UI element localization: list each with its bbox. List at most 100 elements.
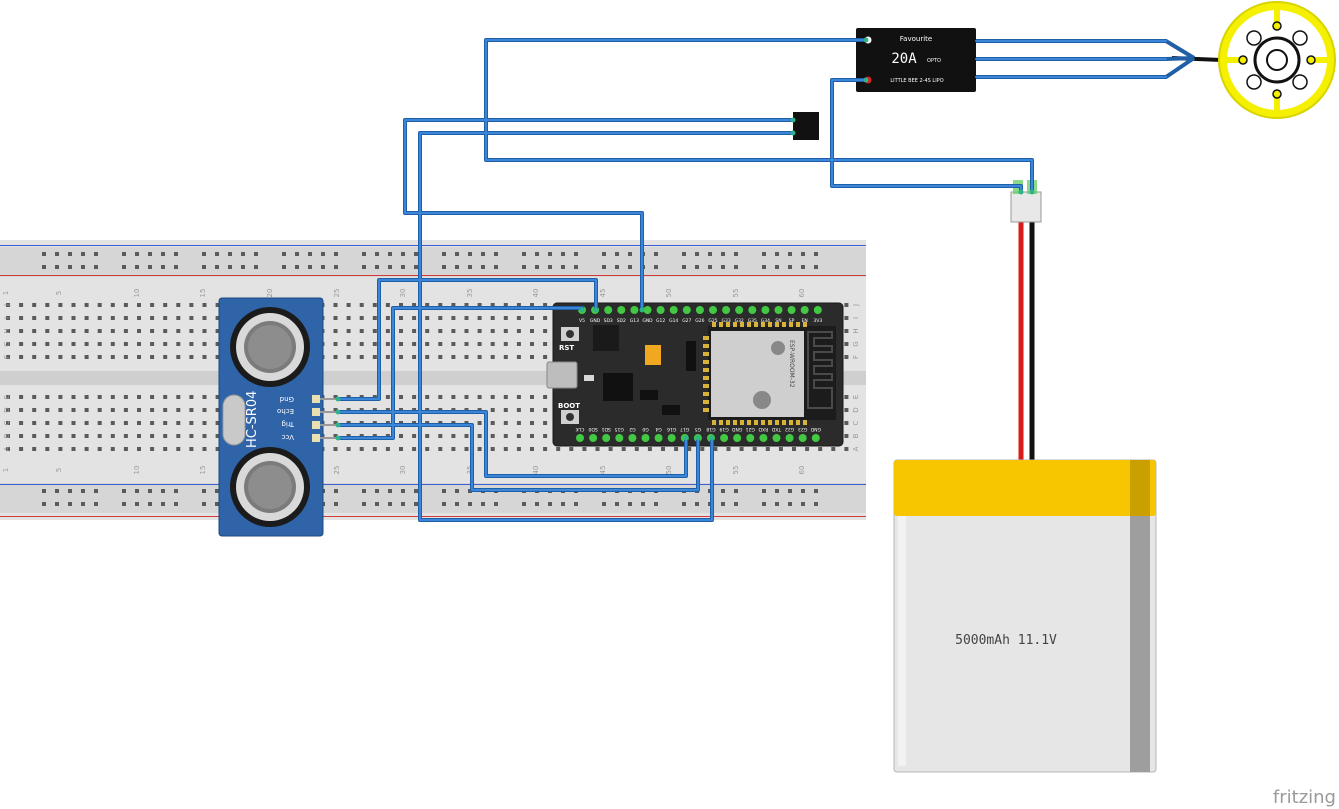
rail-hole: [455, 265, 459, 269]
rail-hole: [55, 489, 59, 493]
column-number: 40: [532, 289, 540, 298]
breadboard-hole: [97, 447, 102, 451]
row-letter: F: [3, 355, 11, 359]
esp32-pin-label: G19: [719, 426, 728, 432]
rail-hole: [401, 489, 405, 493]
rail-hole: [535, 252, 539, 256]
breadboard-hole: [346, 447, 351, 451]
row-letter: G: [3, 341, 11, 346]
breadboard-hole: [399, 447, 403, 451]
breadboard-hole: [464, 329, 469, 333]
esp32-pin: [695, 306, 704, 314]
rail-hole: [148, 502, 152, 506]
breadboard-hole: [359, 316, 364, 320]
esp32-pin: [798, 434, 807, 442]
rail-hole: [682, 265, 686, 269]
sensor-model-label: HC-SR04: [245, 391, 260, 448]
esp32-pin-label: G13: [630, 318, 639, 324]
breadboard-hole: [412, 329, 417, 333]
breadboard-hole: [32, 408, 37, 412]
breadboard-hole: [372, 316, 377, 320]
esp32-pin-label: G22: [785, 426, 794, 432]
breadboard-hole: [464, 395, 469, 399]
breadboard-hole: [45, 355, 50, 359]
breadboard-hole: [359, 303, 364, 307]
breadboard-hole: [71, 355, 76, 359]
breadboard-hole: [385, 447, 390, 451]
breadboard-hole: [150, 447, 155, 451]
breadboard-hole: [346, 342, 351, 346]
row-letter: H: [3, 328, 11, 333]
breadboard-hole: [425, 303, 430, 307]
esp32-pin-label: G14: [669, 318, 678, 324]
breadboard-hole: [84, 408, 89, 412]
breadboard-hole: [477, 421, 482, 425]
breadboard-hole: [215, 421, 220, 425]
breadboard-hole: [543, 434, 548, 438]
jumper-wire-highlight: [419, 132, 794, 521]
breadboard-hole: [530, 434, 534, 438]
hc-sr04-sensor: HC-SR04 Gnd Echo Trig Vcc: [218, 297, 338, 537]
breadboard-hole: [844, 408, 849, 412]
column-number: 1: [2, 468, 10, 472]
breadboard-hole: [333, 421, 338, 425]
rail-hole: [401, 265, 405, 269]
breadboard-hole: [58, 342, 63, 346]
rst-label: RST: [559, 344, 574, 352]
rail-hole: [174, 265, 178, 269]
breadboard-hole: [32, 421, 37, 425]
breadboard-hole: [438, 447, 443, 451]
esp32-pin: [759, 434, 768, 442]
breadboard-hole: [412, 434, 417, 438]
pin-label-vcc: Vcc: [281, 433, 294, 441]
rail-hole: [615, 265, 619, 269]
wire-endpoint: [790, 117, 796, 123]
rail-hole: [455, 502, 459, 506]
breadboard-hole: [71, 329, 76, 333]
breadboard-hole: [412, 342, 417, 346]
wire-endpoint: [863, 77, 869, 83]
breadboard-hole: [202, 421, 207, 425]
rail-hole: [442, 252, 446, 256]
rail-hole: [362, 265, 366, 269]
breadboard-hole: [582, 447, 587, 451]
rail-hole: [334, 489, 338, 493]
breadboard-hole: [543, 303, 548, 307]
breadboard-hole: [123, 342, 128, 346]
breadboard-hole: [399, 329, 403, 333]
breadboard-hole: [123, 303, 128, 307]
esp32-pin-label: G4: [655, 426, 661, 432]
esp32-pin-label: GND: [642, 318, 653, 324]
rail-hole: [68, 489, 72, 493]
breadboard-hole: [425, 342, 430, 346]
breadboard-hole: [189, 408, 194, 412]
breadboard-hole: [189, 355, 194, 359]
rail-hole: [615, 252, 619, 256]
breadboard-hole: [647, 447, 652, 451]
rail-hole: [215, 252, 219, 256]
breadboard-hole: [202, 408, 207, 412]
breadboard-hole: [333, 355, 338, 359]
wire-endpoint: [1018, 189, 1024, 195]
breadboard-hole: [346, 329, 351, 333]
jumper-wire-highlight: [337, 411, 687, 477]
rail-hole: [574, 265, 578, 269]
breadboard-hole: [805, 447, 810, 451]
breadboard-hole: [45, 329, 50, 333]
breadboard-hole: [844, 303, 849, 307]
breadboard-hole: [58, 355, 63, 359]
column-number: 1: [2, 291, 10, 295]
breadboard-hole: [202, 316, 207, 320]
breadboard-hole: [137, 434, 141, 438]
crystal-oscillator: [222, 394, 246, 446]
breadboard-hole: [490, 395, 495, 399]
breadboard-hole: [490, 303, 495, 307]
breadboard-hole: [530, 395, 534, 399]
breadboard-hole: [477, 447, 482, 451]
rail-hole: [81, 265, 85, 269]
breadboard-hole: [32, 329, 37, 333]
column-number: 60: [798, 289, 806, 298]
breadboard-hole: [372, 303, 377, 307]
esp32-pin-label: G34: [761, 318, 770, 324]
